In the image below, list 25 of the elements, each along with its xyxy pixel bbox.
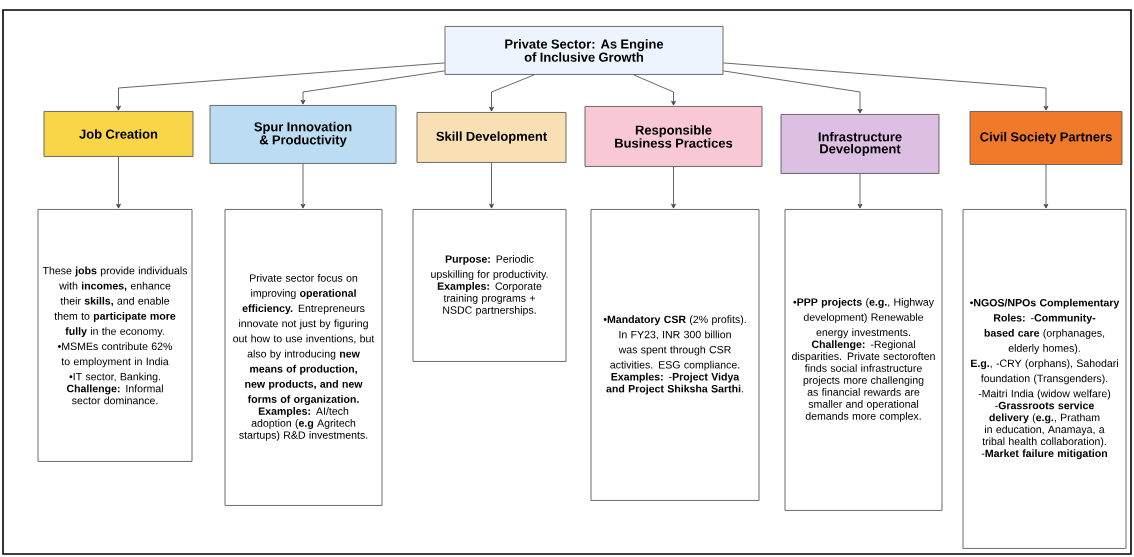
detail-box: These jobs provide individuals with incomes, enhance their skills, and enable them to participate more fully in the economy. •MSMEs contribute 62% to employment in India •IT sector, Banking. Challenge: Informal sector dominance. xyxy=(37,209,193,462)
arrow xyxy=(489,162,494,209)
category-box: Responsible Business Practices xyxy=(584,106,763,167)
detail-box: •NGOS/NPOs Complementary Roles: -Community-based care (orphanages, elderly homes). E.g., -CRY (orphans), Sahodari foundation (Transgenders). -Maitri India (widow welfare) -Grassroots service delivery (e.g., Pratham in education, Anamaya, a tribal health collaboration). -Market failure mitigation xyxy=(962,209,1127,549)
arrow xyxy=(723,62,1049,111)
arrow xyxy=(116,156,121,209)
arrow xyxy=(300,70,445,105)
arrow xyxy=(489,74,535,112)
category-box: Civil Society Partners xyxy=(969,111,1123,165)
category-box: Spur Innovation & Productivity xyxy=(209,105,397,164)
category-box: Skill Development xyxy=(416,112,567,163)
detail-box: Purpose: Periodic upskilling for productivity. Examples: Corporate training programs + NSDC partnerships. xyxy=(412,209,567,362)
arrow xyxy=(723,70,863,114)
category-box: Job Creation xyxy=(43,111,194,157)
title-box: Private Sector: As Engine of Inclusive Growth xyxy=(444,26,724,75)
arrow xyxy=(300,163,306,209)
arrow xyxy=(633,74,676,106)
detail-box: •PPP projects (e.g., Highway development) Renewable energy investments. Challenge: -Regional disparities. Private sectoroften finds social infrastructure projects more challenging as financial rewards are smaller and operational demands more complex. xyxy=(784,209,943,511)
detail-box: Private sector focus on improving operational efficiency. Entrepreneurs innovate not just by figuring out how to use inventions, but also by introducing new means of production, new products, and new forms of organization. Examples: AI/tech adoption (e.g Agritech startups) R&D investments. xyxy=(224,209,383,506)
arrow xyxy=(671,166,676,209)
arrow xyxy=(1043,164,1049,209)
detail-box: •Mandatory CSR (2% profits). In FY23, INR 300 billion was spent through CSR activities. ESG compliance. Examples: -Project Vidya and Project Shiksha Sarthi. xyxy=(590,209,760,501)
category-box: Infrastructure Development xyxy=(780,114,940,174)
arrow xyxy=(857,173,863,209)
arrow xyxy=(116,62,445,111)
